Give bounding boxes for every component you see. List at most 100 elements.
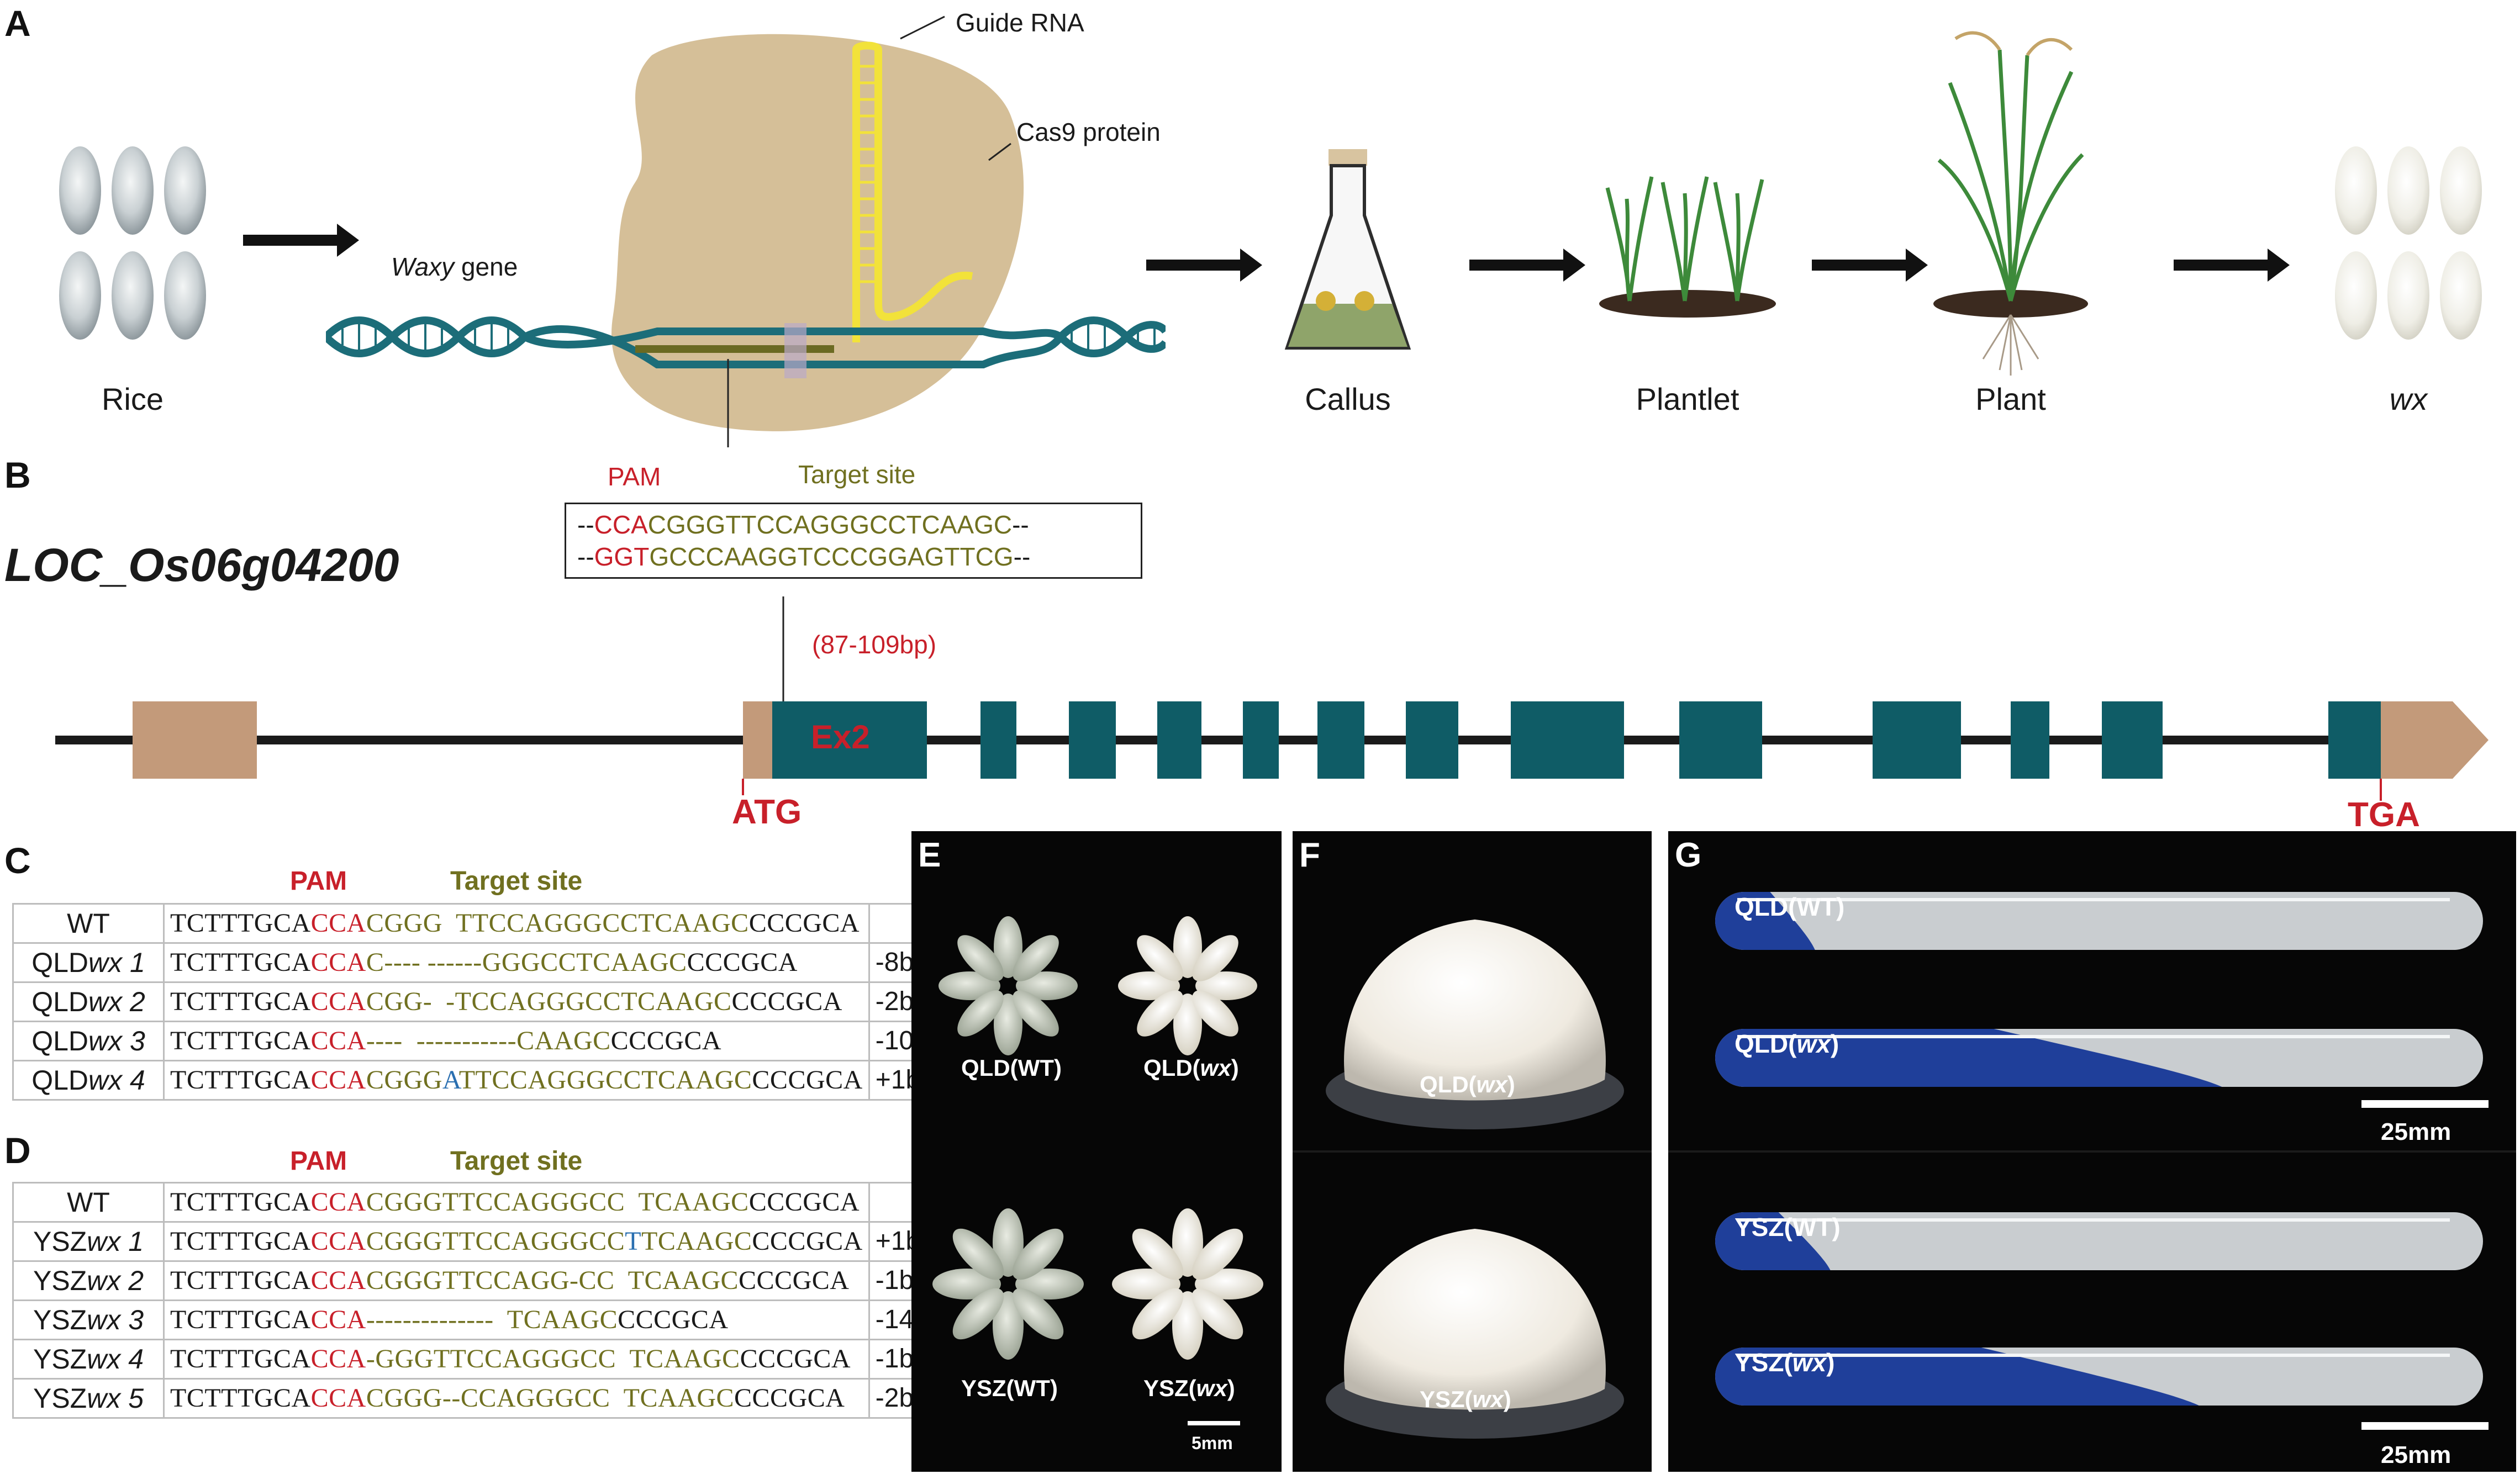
tube [1715, 892, 2483, 950]
arrow-right-icon [1146, 249, 1262, 282]
line-name: YSZwx 2 [12, 1260, 165, 1301]
panel-e-grain-photo: E QLD(WT) QLD(wx) YSZ(WT) YSZ(wx) [911, 831, 1282, 1472]
caption-rice: Rice [101, 382, 164, 416]
target-site-header: Target site [450, 867, 583, 896]
sequence-cell: TCTTTGCACCA-------------- TCAAGCCCCGCA [163, 1299, 870, 1340]
target-range-label: (87-109bp) [812, 630, 937, 659]
table-row: WT TCTTTGCACCACGGGTTCCAGGGCC TCAAGCCCCGC… [12, 1182, 960, 1223]
panel-f-cooked-rice-photo: F QLD(wx) YSZ(wx) [1293, 831, 1652, 1472]
dna-helix-shape [326, 316, 1166, 368]
line-name: WT [12, 903, 165, 944]
cooked-rice-dishes [1293, 920, 1652, 1439]
arrow-right-icon [1812, 249, 1928, 282]
table-row: YSZwx 3 TCTTTGCACCA-------------- TCAAGC… [12, 1299, 960, 1340]
sequence-cell: TCTTTGCACCACGGGTTCCAGGGCC TCAAGCCCCGCA [163, 1182, 870, 1223]
panel-d-sequence-table: WT TCTTTGCACCACGGGTTCCAGGGCC TCAAGCCCCGC… [12, 1182, 960, 1419]
sequence-cell: TCTTTGCACCACGGGATTCCAGGGCCTCAAGCCCCGCA [163, 1060, 870, 1101]
iodine-stain [1715, 1348, 2199, 1406]
label-ysz-wt: YSZ(WT) [961, 1375, 1058, 1401]
scale-label: 25mm [2381, 1118, 2452, 1145]
qld-wt-grains [939, 916, 1078, 1055]
sequence-cell: TCTTTGCACCACGGG TTCCAGGGCCTCAAGCCCCGCA [163, 903, 870, 944]
exon-2-label: Ex2 [811, 718, 870, 756]
iodine-stain [1715, 1029, 2222, 1087]
qld-wx-grains [1118, 916, 1257, 1055]
seq-target: GCCCAAGGTCCCGGAGTTCG [649, 542, 1014, 571]
tube [1715, 1348, 2483, 1406]
line-name: QLDwx 3 [12, 1021, 165, 1061]
target-sequence-box: --CCACGGGTTCCAGGGCCTCAAGC-- --GGTGCCCAAG… [565, 503, 1142, 579]
exon-box [2102, 701, 2163, 779]
caption-plantlet: Plantlet [1636, 382, 1739, 416]
arrow-right-icon [1469, 249, 1585, 282]
exon-box [1243, 701, 1279, 779]
gene-id: LOC_Os06g04200 [4, 539, 399, 591]
exon-box [1317, 701, 1364, 779]
sequence-cell: TCTTTGCACCACGGG--CCAGGGCC TCAAGCCCCGCA [163, 1378, 870, 1419]
line-name: QLDwx 2 [12, 981, 165, 1022]
seq-target: CGGGTTCCAGGGCCTCAAGC [647, 510, 1013, 539]
rice-grain-set [59, 146, 206, 340]
line-name: YSZwx 1 [12, 1221, 165, 1262]
arrow-right-icon [2174, 249, 2290, 282]
waxy-gene-label: Waxy gene [391, 252, 518, 282]
sequence-cell: TCTTTGCACCA---- -----------CAAGCCCCGCA [163, 1021, 870, 1061]
crispr-cas9-illustration [326, 15, 1166, 447]
table-row: QLDwx 3 TCTTTGCACCA---- -----------CAAGC… [12, 1021, 960, 1061]
callus-flask-illustration [1284, 149, 1411, 350]
sequence-cell: TCTTTGCACCACGGGTTCCAGGGCCTTCAAGCCCCGCA [163, 1221, 870, 1262]
seq-dash: -- [1012, 510, 1029, 539]
arrow-right-icon [243, 224, 359, 257]
label-qld-wt: QLD(WT) [961, 1055, 1062, 1081]
tube [1715, 1212, 2483, 1270]
exon-box [2011, 701, 2049, 779]
caption-wx: wx [2389, 382, 2428, 416]
seq-dash: -- [577, 510, 594, 539]
tube-glass [1715, 892, 2483, 950]
seq-dash: -- [1013, 542, 1031, 571]
grain-rosettes [932, 916, 1263, 1425]
panel-label-e: E [918, 836, 941, 874]
tube-label: QLD(WT) [1735, 892, 1845, 921]
seq-pam: CCA [594, 510, 648, 539]
scale-label: 5mm [1192, 1433, 1233, 1453]
panel-label-b: B [4, 455, 31, 495]
panel-label-f: F [1299, 836, 1320, 874]
rice-grains-illustration [59, 146, 206, 340]
caption-callus: Callus [1305, 382, 1391, 416]
seq-pam: GGT [594, 542, 650, 571]
ysz-wt-grains [932, 1208, 1084, 1360]
line-name: QLDwx 1 [12, 942, 165, 983]
tube-label: QLD(wx) [1735, 1029, 1839, 1058]
sequence-cell: TCTTTGCACCA-GGGTTCCAGGGCC TCAAGCCCCGCA [163, 1339, 870, 1380]
exon-box [1511, 701, 1624, 779]
table-row: YSZwx 1 TCTTTGCACCACGGGTTCCAGGGCCTTCAAGC… [12, 1221, 960, 1262]
tga-label: TGA [2348, 796, 2420, 834]
line-name: YSZwx 4 [12, 1339, 165, 1380]
table-row: YSZwx 4 TCTTTGCACCA-GGGTTCCAGGGCC TCAAGC… [12, 1339, 960, 1380]
qld-wx-rice-dish [1326, 920, 1624, 1129]
panel-label-c: C [4, 840, 31, 881]
label-qld-wx: QLD(wx) [1143, 1055, 1239, 1081]
scale-label: 25mm [2381, 1441, 2452, 1468]
waxy-gene-rest: gene [461, 252, 518, 281]
cas9-protein-label: Cas9 protein [1016, 118, 1161, 146]
gene-structure-diagram [55, 596, 2489, 801]
table-row: WT TCTTTGCACCACGGG TTCCAGGGCCTCAAGCCCCGC… [12, 903, 960, 944]
exon-box [1069, 701, 1116, 779]
utr-3-arrow [2381, 701, 2489, 779]
wx-rice-grains-illustration [2335, 146, 2482, 340]
panel-divider [1668, 1150, 2516, 1153]
table-row: QLDwx 2 TCTTTGCACCACGG- -TCCAGGGCCTCAAGC… [12, 981, 960, 1022]
pam-header: PAM [290, 867, 347, 896]
tubes-svg [1715, 892, 2483, 1406]
sequence-cell: TCTTTGCACCAC---- ------GGGCCTCAAGCCCCGCA [163, 942, 870, 983]
panel-label-d: D [4, 1130, 31, 1171]
tube-label: YSZ(wx) [1735, 1348, 1835, 1377]
pam-header: PAM [290, 1147, 347, 1176]
exon-box [980, 701, 1016, 779]
ysz-wx-grains [1112, 1208, 1263, 1360]
line-name: QLDwx 4 [12, 1060, 165, 1101]
line-name: YSZwx 5 [12, 1378, 165, 1419]
exon-box [1157, 701, 1201, 779]
